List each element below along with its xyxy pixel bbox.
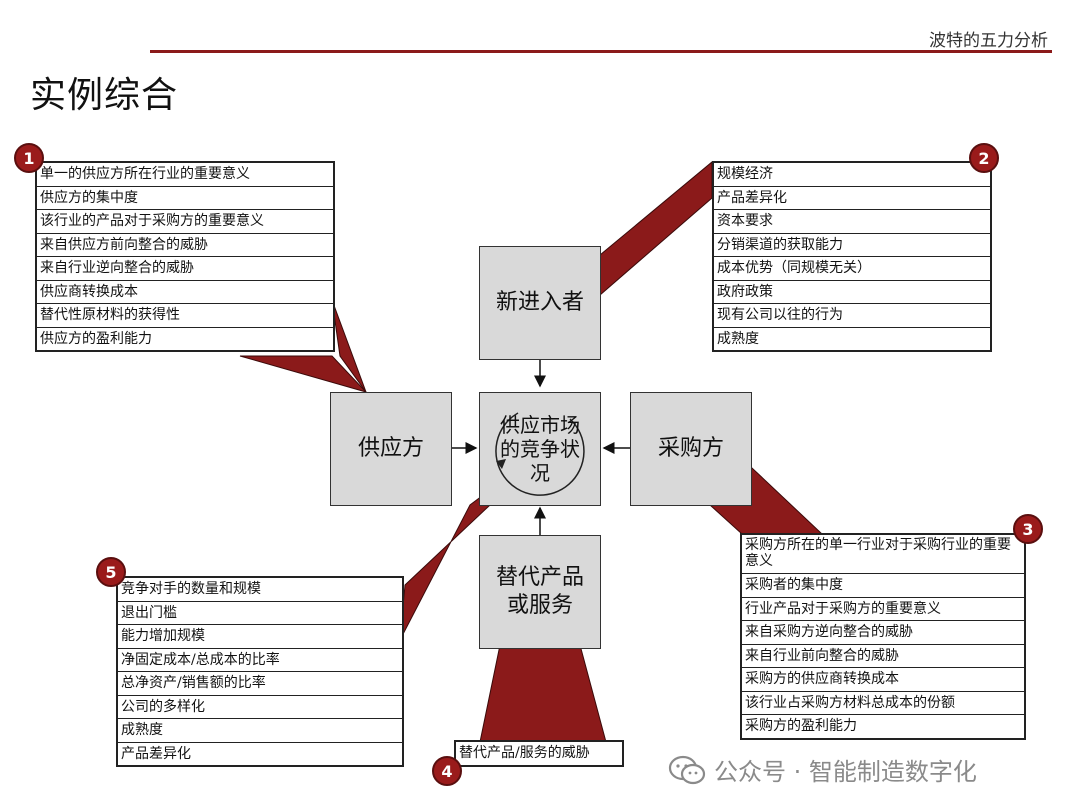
wedge-substitutes (479, 644, 607, 743)
list-item: 产品差异化 (121, 745, 191, 762)
list-item: 来自供应方前向整合的威胁 (37, 234, 333, 257)
box-substitutes-label: 替代产品或服务 (495, 565, 584, 618)
list-item: 来自采购方逆向整合的威胁 (742, 621, 1024, 645)
list-item: 采购者的集中度 (742, 574, 1024, 598)
list-item: 能力增加规模 (118, 625, 402, 649)
list-item: 替代产品/服务的威胁 (459, 745, 590, 761)
list-item: 供应商转换成本 (37, 281, 333, 304)
list-item: 资本要求 (714, 210, 990, 234)
box-new-entrants-label: 新进入者 (495, 290, 584, 315)
list-item: 产品差异化 (714, 187, 990, 210)
list-item: 供应方的盈利能力 (40, 330, 152, 347)
wedge-suppliers-lower (331, 299, 367, 393)
center-label: 供应市场的竞争状况 (500, 413, 580, 485)
list-item: 该行业占采购方材料总成本的份额 (742, 692, 1024, 715)
badge-5: 5 (96, 557, 126, 587)
list-substitutes: 替代产品/服务的威胁 (454, 740, 624, 767)
box-buyers: 采购方 (630, 392, 752, 506)
list-item: 替代性原材料的获得性 (37, 304, 333, 328)
badge-3: 3 (1013, 514, 1043, 544)
wechat-icon (668, 755, 706, 784)
list-item: 供应方的集中度 (37, 187, 333, 210)
list-rivalry: 竞争对手的数量和规模 退出门槛 能力增加规模 净固定成本/总成本的比率 总净资产… (116, 576, 404, 767)
list-item: 退出门槛 (118, 602, 402, 625)
list-item: 分销渠道的获取能力 (714, 234, 990, 257)
box-suppliers: 供应方 (330, 392, 452, 506)
list-item: 净固定成本/总成本的比率 (118, 649, 402, 672)
list-item: 该行业的产品对于采购方的重要意义 (37, 210, 333, 234)
box-suppliers-label: 供应方 (357, 436, 424, 461)
wedge-rivalry (399, 489, 491, 641)
list-item: 采购方所在的单一行业对于采购行业的重要意义 (742, 535, 1024, 574)
list-item: 来自行业逆向整合的威胁 (37, 257, 333, 281)
wedge-suppliers (239, 355, 368, 393)
list-item: 单一的供应方所在行业的重要意义 (37, 163, 333, 187)
list-item: 规模经济 (714, 163, 990, 187)
list-item: 现有公司以往的行为 (714, 304, 990, 328)
list-item: 行业产品对于采购方的重要意义 (742, 598, 1024, 621)
box-buyers-label: 采购方 (657, 436, 724, 461)
wedge-new-entrants (599, 160, 713, 297)
list-item: 成熟度 (717, 330, 759, 347)
list-item: 政府政策 (714, 281, 990, 304)
list-item: 竞争对手的数量和规模 (118, 578, 402, 602)
box-new-entrants: 新进入者 (479, 246, 601, 360)
list-new-entrants: 规模经济 产品差异化 资本要求 分销渠道的获取能力 成本优势（同规模无关） 政府… (712, 161, 992, 352)
section-title: 波特的五力分析 (929, 31, 1048, 51)
watermark: 公众号 · 智能制造数字化 (668, 752, 977, 787)
list-item: 公司的多样化 (118, 696, 402, 719)
cycle-icon (495, 412, 585, 496)
list-item: 总净资产/销售额的比率 (118, 672, 402, 696)
header-rule (150, 50, 1052, 53)
badge-4: 4 (432, 756, 462, 786)
list-item: 来自行业前向整合的威胁 (742, 645, 1024, 668)
badge-1: 1 (14, 143, 44, 173)
list-item: 采购方的盈利能力 (745, 718, 857, 734)
list-item: 采购方的供应商转换成本 (742, 668, 1024, 692)
badge-2: 2 (969, 143, 999, 173)
list-item: 成本优势（同规模无关） (714, 257, 990, 281)
watermark-text: 公众号 · 智能制造数字化 (714, 758, 977, 786)
box-center-competition: 供应市场的竞争状况 (479, 392, 601, 506)
list-suppliers: 单一的供应方所在行业的重要意义 供应方的集中度 该行业的产品对于采购方的重要意义… (35, 161, 335, 352)
list-buyers: 采购方所在的单一行业对于采购行业的重要意义 采购者的集中度 行业产品对于采购方的… (740, 533, 1026, 740)
list-item: 成熟度 (118, 719, 402, 743)
box-substitutes: 替代产品或服务 (479, 535, 601, 649)
page-title: 实例综合 (30, 75, 179, 116)
